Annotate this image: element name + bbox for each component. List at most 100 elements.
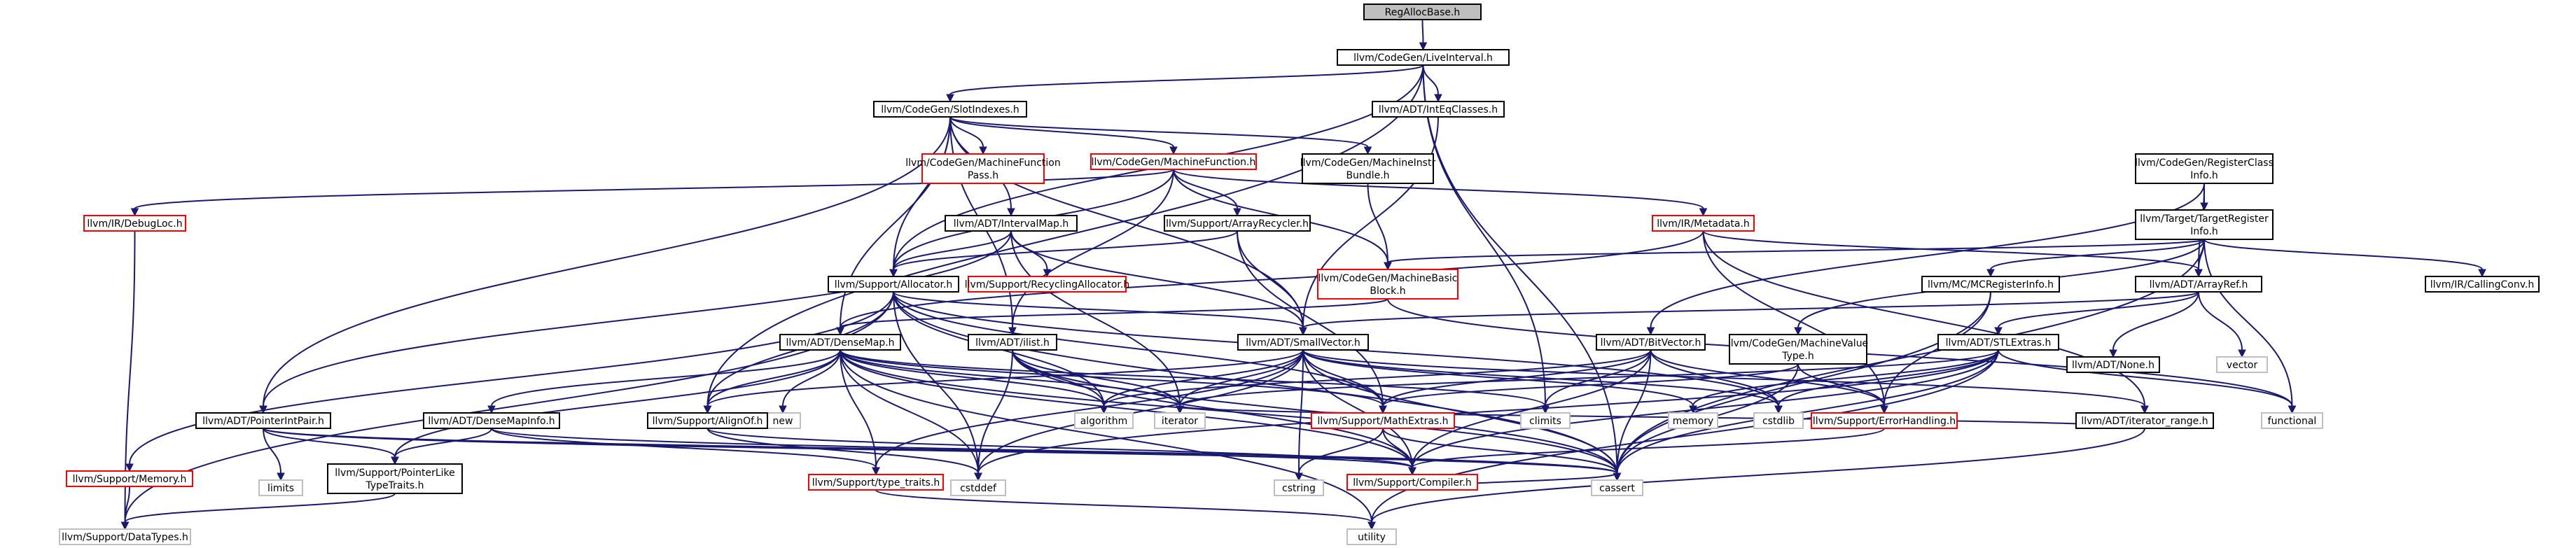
node-label: cstring (1282, 483, 1316, 494)
edge-stlextras-to-cstdlib (1774, 349, 1999, 414)
node-densemap[interactable]: llvm/ADT/DenseMap.h (779, 334, 901, 351)
node-cstring[interactable]: cstring (1274, 479, 1324, 496)
edge-errorhandling-to-compiler (1408, 428, 1885, 476)
node-smallvector[interactable]: llvm/ADT/SmallVector.h (1237, 334, 1369, 351)
edge-pointerintpair-to-pointerliketraits (263, 428, 399, 465)
node-label: llvm/CodeGen/SlotIndexes.h (881, 104, 1019, 115)
node-box (1520, 412, 1571, 429)
node-box (968, 276, 1127, 293)
node-memoryh[interactable]: llvm/Support/Memory.h (66, 470, 193, 487)
edge-smallvector-to-alignof (703, 349, 1304, 414)
node-machinefunction[interactable]: llvm/CodeGen/MachineFunction.h (1090, 153, 1257, 170)
edge-densemap-to-densemapinfo (487, 349, 841, 414)
node-vector[interactable]: vector (2216, 356, 2268, 373)
node-liveinterval[interactable]: llvm/CodeGen/LiveInterval.h (1337, 49, 1510, 66)
node-label: llvm/ADT/SmallVector.h (1246, 337, 1360, 349)
edge-allocator-to-alignof (703, 291, 894, 414)
node-iteratorrange[interactable]: llvm/ADT/iterator_range.h (2075, 412, 2214, 429)
node-arrayrecycler[interactable]: llvm/Support/ArrayRecycler.h (1164, 215, 1311, 232)
node-label: llvm/Support/DataTypes.h (62, 532, 188, 543)
edges-layer (120, 19, 2486, 531)
edge-bitvector-to-algorithm (1099, 349, 1652, 414)
node-functional[interactable]: functional (2261, 412, 2323, 429)
node-label: Pass.h (968, 170, 998, 181)
node-label: Info.h (2190, 226, 2218, 237)
node-root[interactable]: RegAllocBase.h (1363, 3, 1482, 20)
node-box (1237, 334, 1369, 351)
node-densemapinfo[interactable]: llvm/ADT/DenseMapInfo.h (423, 412, 560, 429)
node-cstdlib[interactable]: cstdlib (1753, 412, 1804, 429)
node-arrayref[interactable]: llvm/ADT/ArrayRef.h (2135, 276, 2262, 293)
node-allocator[interactable]: llvm/Support/Allocator.h (828, 276, 959, 293)
edge-densemap-to-typetraits (840, 349, 880, 476)
node-box (2216, 356, 2268, 373)
edge-alignof-to-cstddef (706, 428, 982, 482)
node-utility[interactable]: utility (1346, 528, 1397, 545)
node-metadata[interactable]: llvm/IR/Metadata.h (1652, 215, 1755, 232)
node-label: llvm/ADT/DenseMapInfo.h (428, 416, 555, 427)
node-box (2135, 153, 2274, 184)
node-new[interactable]: new (765, 412, 801, 429)
node-alignof[interactable]: llvm/Support/AlignOf.h (647, 412, 768, 429)
node-inteqclasses[interactable]: llvm/ADT/IntEqClasses.h (1372, 101, 1505, 118)
edge-smallvector-to-iteratorrange (1302, 349, 2149, 414)
node-box (1921, 276, 2060, 293)
edge-root-to-liveinterval (1419, 19, 1428, 51)
node-datatypes[interactable]: llvm/Support/DataTypes.h (59, 528, 191, 545)
node-label: functional (2268, 416, 2317, 427)
node-climits[interactable]: climits (1520, 412, 1571, 429)
node-compiler[interactable]: llvm/Support/Compiler.h (1346, 474, 1478, 491)
node-box (2261, 412, 2323, 429)
node-label: Block.h (1370, 286, 1405, 297)
node-algorithm[interactable]: algorithm (1074, 412, 1134, 429)
node-box (1753, 412, 1804, 429)
node-bitvector[interactable]: llvm/ADT/BitVector.h (1596, 334, 1706, 351)
node-recyclingalloc[interactable]: llvm/Support/RecyclingAllocator.h (965, 276, 1129, 293)
node-memory[interactable]: memory (1668, 412, 1718, 429)
node-pointerintpair[interactable]: llvm/ADT/PointerIntPair.h (195, 412, 331, 429)
node-none[interactable]: llvm/ADT/None.h (2066, 356, 2160, 373)
node-box (83, 215, 186, 232)
edge-arrayrecycler-to-smallvector (1237, 230, 1307, 336)
node-cassert[interactable]: cassert (1591, 479, 1643, 496)
node-box (1074, 412, 1134, 429)
node-iterator[interactable]: iterator (1154, 412, 1206, 429)
node-label: RegAllocBase.h (1385, 7, 1461, 18)
edge-machinefunction-to-metadata (1173, 169, 1708, 217)
edge-arrayref-to-vector (2198, 291, 2246, 358)
edge-registerclassinfo-to-bitvector (1646, 183, 2205, 336)
node-callingconv[interactable]: llvm/IR/CallingConv.h (2425, 276, 2540, 293)
edge-machinefunction-to-debugloc (130, 169, 1174, 217)
node-box (59, 528, 191, 545)
node-slotindexes[interactable]: llvm/CodeGen/SlotIndexes.h (873, 101, 1027, 118)
node-stlextras[interactable]: llvm/ADT/STLExtras.h (1937, 334, 2059, 351)
edge-liveinterval-to-inteqclasses (1422, 64, 1442, 103)
node-box (1164, 215, 1311, 232)
node-typetraits[interactable]: llvm/Support/type_traits.h (808, 474, 944, 491)
node-mathextras[interactable]: llvm/Support/MathExtras.h (1311, 412, 1455, 429)
edge-slotindexes-to-pointerintpair (259, 116, 951, 414)
node-label: llvm/MC/MCRegisterInfo.h (1928, 279, 2054, 290)
node-limits[interactable]: limits (258, 479, 303, 496)
node-errorhandling[interactable]: llvm/Support/ErrorHandling.h (1811, 412, 1958, 429)
node-box (2135, 276, 2262, 293)
node-intervalmap[interactable]: llvm/ADT/IntervalMap.h (945, 215, 1078, 232)
node-box (945, 215, 1078, 232)
node-debugloc[interactable]: llvm/IR/DebugLoc.h (83, 215, 186, 232)
edge-densemapinfo-to-cassert (491, 428, 1622, 482)
node-cstddef[interactable]: cstddef (950, 479, 1006, 496)
node-label: llvm/Support/ArrayRecycler.h (1166, 218, 1309, 230)
node-box (1346, 528, 1397, 545)
node-ilist[interactable]: llvm/ADT/ilist.h (968, 334, 1057, 351)
edge-liveinterval-to-slotindexes (946, 64, 1424, 103)
node-box (1596, 334, 1706, 351)
node-mcreginfo[interactable]: llvm/MC/MCRegisterInfo.h (1921, 276, 2060, 293)
